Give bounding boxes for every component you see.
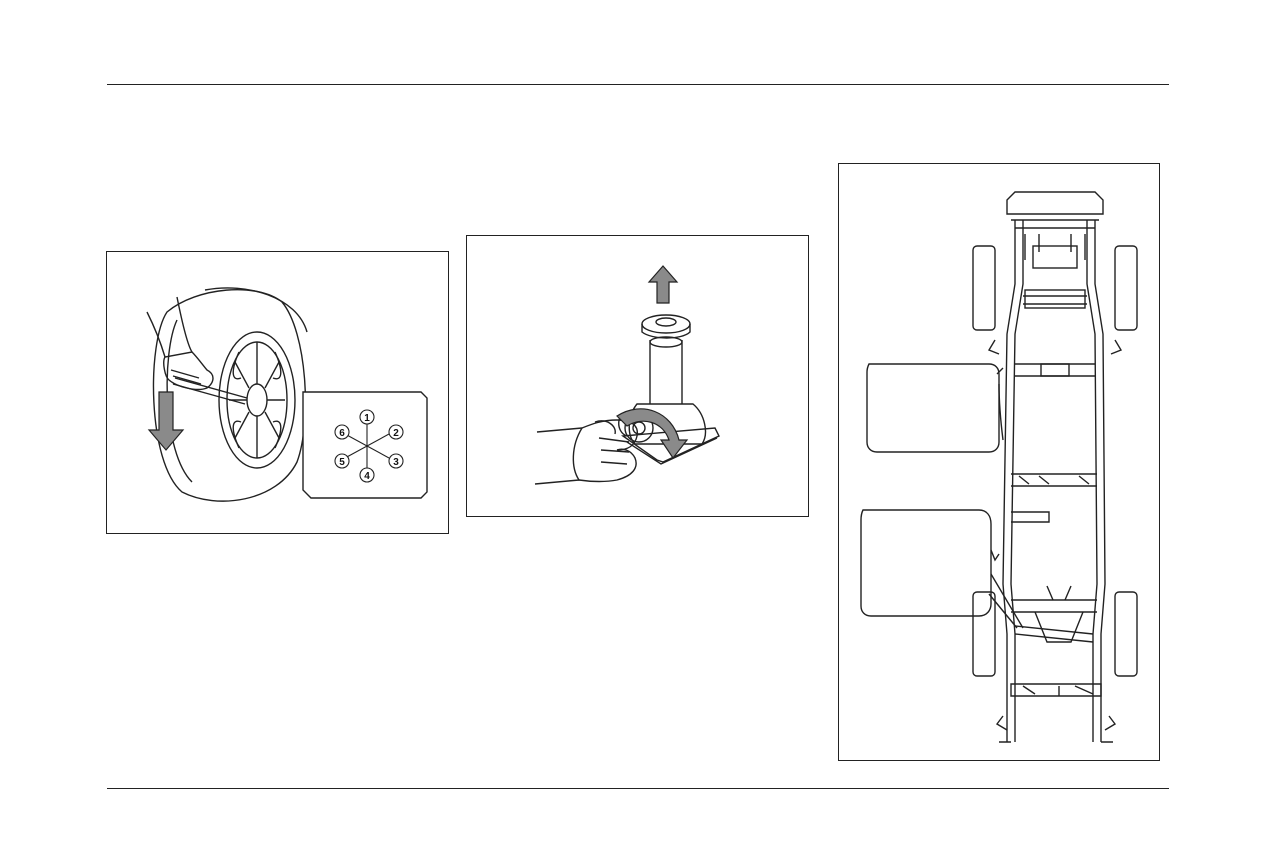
nut-label: 3 [393, 457, 399, 468]
nut-label: 5 [339, 457, 345, 468]
wheel-nut-figure: 1 2 3 4 5 6 [106, 251, 449, 534]
header-rule [107, 84, 1169, 85]
nut-label: 6 [339, 428, 345, 439]
nut-label: 2 [393, 428, 399, 439]
jack-figure [466, 235, 809, 517]
wheel-nut-loosening-icon: 1 2 3 4 5 6 [146, 287, 428, 502]
nut-label: 1 [364, 413, 370, 424]
jack-raise-icon [534, 265, 720, 485]
nut-label: 4 [364, 471, 370, 482]
footer-rule [107, 788, 1169, 789]
frame-figure [838, 163, 1160, 761]
vehicle-frame-jack-points-icon [860, 191, 1138, 743]
